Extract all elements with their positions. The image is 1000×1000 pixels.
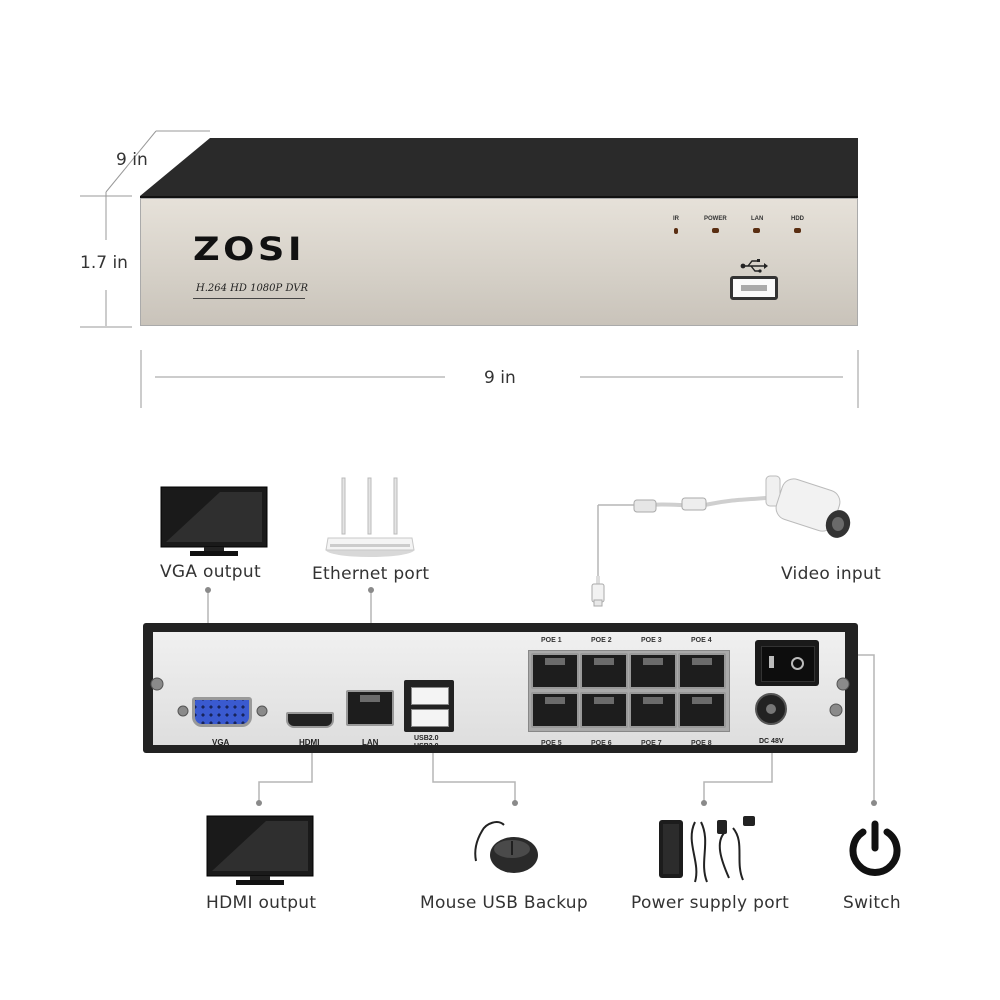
dvr-front-face bbox=[140, 198, 858, 326]
usb-icon bbox=[740, 259, 768, 273]
poe-port-6[interactable] bbox=[580, 692, 628, 728]
router-icon bbox=[325, 477, 415, 557]
led-label-lan: LAN bbox=[751, 216, 764, 222]
poe-label-5: POE 5 bbox=[541, 740, 562, 747]
hdmi-port[interactable] bbox=[286, 712, 334, 728]
led-label-ir: IR bbox=[673, 216, 679, 222]
poe-label-6: POE 6 bbox=[591, 740, 612, 747]
poe-label-7: POE 7 bbox=[641, 740, 662, 747]
led-label-hdd: HDD bbox=[791, 216, 804, 222]
poe-label-3: POE 3 bbox=[641, 637, 662, 644]
led-label-power: POWER bbox=[704, 216, 727, 222]
usb-port-1[interactable] bbox=[411, 687, 449, 705]
mouse-icon bbox=[474, 821, 538, 873]
poe-port-4[interactable] bbox=[678, 653, 726, 689]
poe-label-8: POE 8 bbox=[691, 740, 712, 747]
poe-port-1[interactable] bbox=[531, 653, 579, 689]
poe-label-4: POE 4 bbox=[691, 637, 712, 644]
poe-port-7[interactable] bbox=[629, 692, 677, 728]
vga-output-label: VGA output bbox=[160, 562, 261, 582]
hdmi-port-label: HDMI bbox=[299, 738, 320, 747]
usb-port-stack bbox=[404, 680, 454, 732]
power-adapter-icon bbox=[659, 816, 755, 883]
switch-label: Switch bbox=[843, 893, 902, 913]
poe-label-1: POE 1 bbox=[541, 637, 562, 644]
dc-jack[interactable] bbox=[755, 693, 787, 725]
usb-port-label-2: USB2.0 bbox=[414, 743, 439, 750]
monitor-icon bbox=[206, 815, 314, 885]
ethernet-port-label: Ethernet port bbox=[312, 564, 430, 584]
poe-port-2[interactable] bbox=[580, 653, 628, 689]
depth-dimension: 9 in bbox=[116, 150, 148, 170]
height-dimension: 1.7 in bbox=[80, 253, 128, 273]
video-input-label: Video input bbox=[781, 564, 882, 584]
hdmi-output-label: HDMI output bbox=[206, 893, 317, 913]
monitor-icon bbox=[160, 486, 268, 556]
lan-port[interactable] bbox=[346, 690, 394, 726]
poe-port-8[interactable] bbox=[678, 692, 726, 728]
vga-port[interactable] bbox=[192, 697, 252, 727]
led-lan bbox=[753, 228, 760, 233]
vga-port-label: VGA bbox=[212, 738, 230, 747]
power-supply-label: Power supply port bbox=[631, 893, 790, 913]
usb-port-2[interactable] bbox=[411, 709, 449, 727]
dimension-lines bbox=[80, 130, 859, 408]
model-label: H.264 HD 1080P DVR bbox=[196, 283, 309, 294]
model-underline bbox=[193, 298, 305, 299]
lan-port-label: LAN bbox=[362, 738, 379, 747]
width-dimension: 9 in bbox=[484, 368, 516, 388]
led-power bbox=[712, 228, 719, 233]
front-usb-port[interactable] bbox=[730, 276, 778, 300]
rocker-switch[interactable] bbox=[755, 640, 819, 686]
dc-jack-label: DC 48V bbox=[759, 738, 784, 745]
usb-port-label-1: USB2.0 bbox=[414, 735, 439, 742]
camera-icon bbox=[633, 475, 851, 538]
led-ir bbox=[674, 228, 678, 234]
poe-port-5[interactable] bbox=[531, 692, 579, 728]
brand-logo: ZOSI bbox=[193, 230, 305, 268]
power-icon bbox=[849, 820, 901, 876]
poe-label-2: POE 2 bbox=[591, 637, 612, 644]
front-view: 9 in 1.7 in 9 in ZOSI H.264 HD 1080P DVR… bbox=[0, 0, 1000, 420]
led-hdd bbox=[794, 228, 801, 233]
poe-port-3[interactable] bbox=[629, 653, 677, 689]
ethernet-plug-icon bbox=[591, 576, 605, 607]
mouse-usb-label: Mouse USB Backup bbox=[420, 893, 588, 913]
